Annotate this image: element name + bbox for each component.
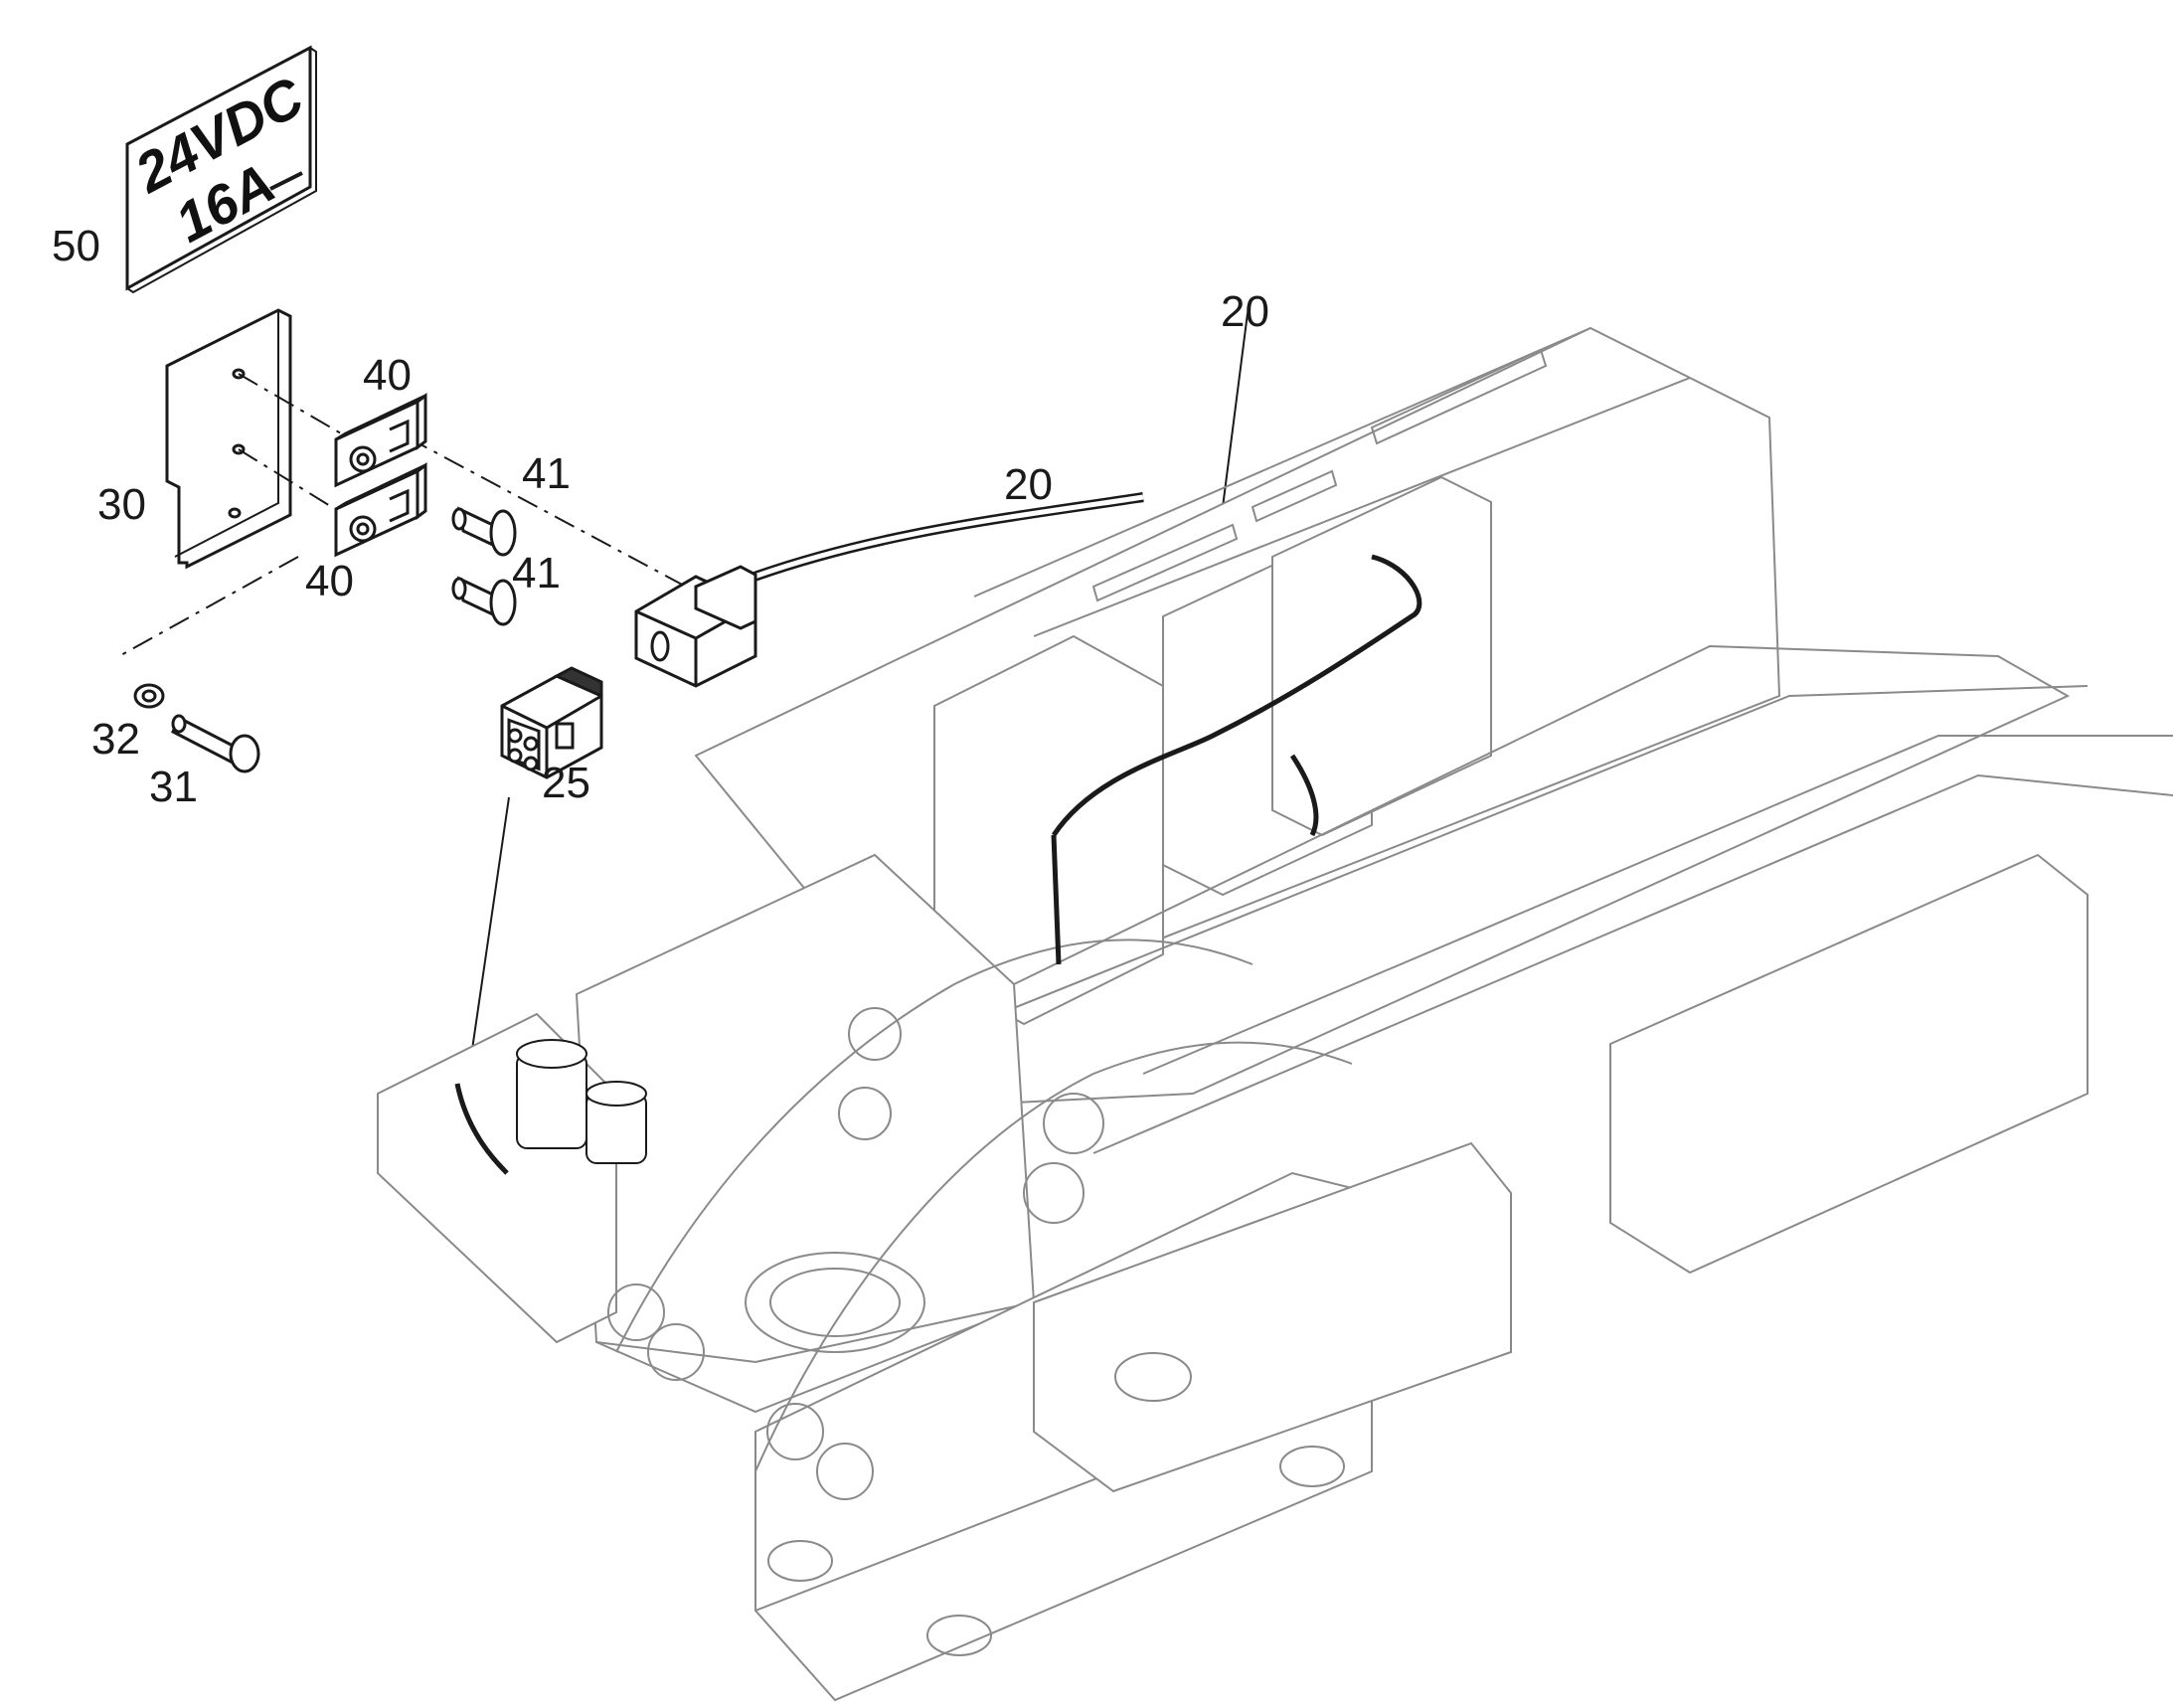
callout-25: 25: [542, 759, 590, 807]
screw-lower: [451, 576, 517, 626]
callout-41-lower: 41: [512, 549, 561, 598]
callout-32: 32: [91, 715, 140, 764]
rating-plate: 24VDC 16A: [124, 45, 317, 294]
callout-20-cable: 20: [1004, 460, 1053, 509]
power-socket: [500, 666, 603, 779]
machine-chassis: [377, 326, 2173, 1702]
callout-40-upper: 40: [363, 351, 412, 400]
cable-clip-lower: [334, 462, 427, 558]
harness-plug: [634, 492, 1144, 688]
bolt: [171, 714, 260, 773]
callout-30: 30: [97, 480, 146, 529]
callout-41-upper: 41: [522, 449, 571, 498]
callout-31: 31: [149, 763, 198, 811]
callout-50: 50: [52, 222, 100, 270]
screw-upper: [451, 506, 517, 557]
routed-harness: [454, 554, 1422, 1175]
washer: [133, 683, 165, 709]
cable-clip-upper: [334, 393, 427, 488]
mounting-bracket: [165, 308, 292, 570]
callout-40-lower: 40: [305, 557, 354, 605]
callout-20-top: 20: [1221, 287, 1269, 336]
hydraulic-motor: [516, 1039, 647, 1164]
